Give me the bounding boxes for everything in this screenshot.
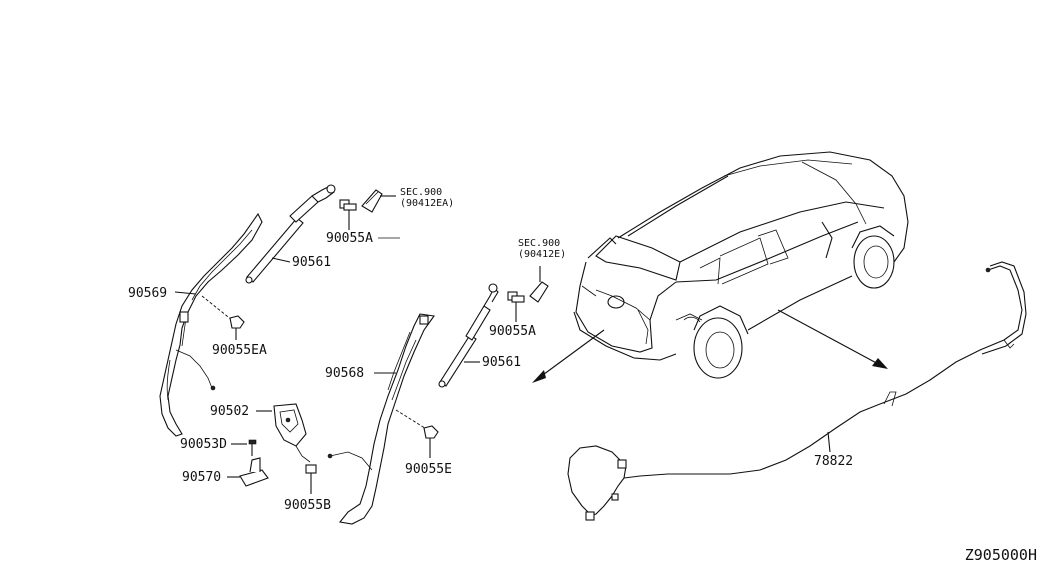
bolt-90055b[interactable] [305,464,317,494]
arrow-to-lower-parts [532,329,605,383]
bracket-lower[interactable] [529,281,549,303]
side-trim-90568[interactable] [327,313,435,525]
clip-90055ea[interactable] [229,315,245,340]
label-90055ea[interactable]: 90055EA [212,343,267,358]
label-90570[interactable]: 90570 [182,470,222,485]
side-trim-90569[interactable] [159,212,263,437]
label-90568[interactable]: 90568 [325,366,365,381]
harness-78822[interactable] [567,261,1027,521]
arrow-to-harness [777,309,888,369]
label-90561-lower[interactable]: 90561 [482,355,522,370]
gas-strut-upper[interactable] [245,184,336,284]
label-90502[interactable]: 90502 [210,404,250,419]
label-90055a-upper[interactable]: 90055A [326,231,373,246]
bracket-upper[interactable] [361,189,383,213]
clip-90055e[interactable] [423,425,439,458]
striker-90570[interactable] [239,457,269,487]
label-90055e[interactable]: 90055E [405,462,452,477]
vehicle-outline [573,151,909,379]
label-90053d[interactable]: 90053D [180,437,227,452]
sec-ref-upper-line2: (90412EA) [400,198,455,209]
bolt-90055a-lower[interactable] [507,291,525,322]
sec-ref-lower[interactable]: SEC.900 (90412E) [518,238,566,260]
label-90569[interactable]: 90569 [128,286,168,301]
sec-ref-upper-line1: SEC.900 [400,187,443,198]
sec-ref-lower-line2: (90412E) [518,249,567,260]
label-90055a-lower[interactable]: 90055A [489,324,536,339]
label-78822[interactable]: 78822 [814,454,854,469]
label-90055b[interactable]: 90055B [284,498,331,513]
bolt-90055a-upper[interactable] [339,199,357,230]
screw-90053d[interactable] [248,439,257,456]
bracket-90502[interactable] [273,403,311,463]
gas-strut-lower[interactable] [438,283,499,388]
diagram-id: Z905000H [964,546,1037,564]
sec-ref-lower-line1: SEC.900 [518,238,561,249]
label-90561-upper[interactable]: 90561 [292,255,332,270]
sec-ref-upper[interactable]: SEC.900 (90412EA) [400,187,454,209]
